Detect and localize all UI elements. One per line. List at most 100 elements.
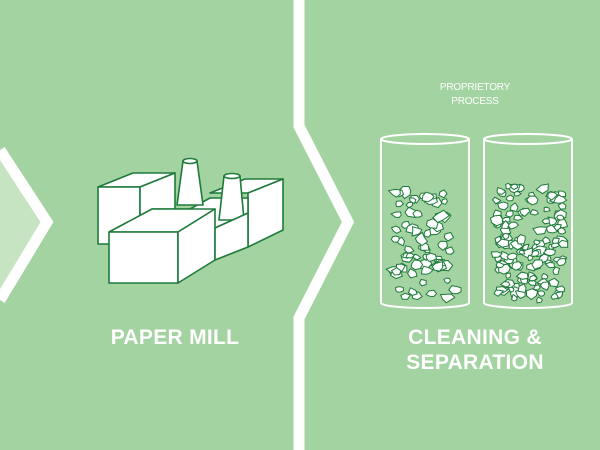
paper-scrap [543,206,551,213]
paper-scrap [511,293,518,302]
chevron-divider-middle [293,0,355,450]
chevron-divider-left [0,146,54,303]
paper-scrap [536,296,544,304]
paper-scrap [505,272,512,279]
paper-scrap [405,252,415,259]
paper-scrap [404,245,415,255]
paper-scrap [407,287,418,296]
paper-scrap [411,226,423,237]
paper-scrap [531,259,544,270]
paper-scrap [438,189,448,199]
paper-scrap [425,218,439,229]
paper-scrap [532,226,548,236]
paper-scrap [489,214,504,227]
paper-scrap [421,191,435,203]
stage-2-note: PROPRIETORY PROCESS [405,81,545,109]
paper-scrap [495,261,506,269]
paper-scrap [511,261,523,271]
paper-scrap [513,214,524,221]
paper-scrap [490,251,504,258]
paper-scrap [395,286,405,293]
paper-scrap [554,285,566,293]
stage-2-title-line2: SEPARATION [406,351,544,374]
paper-scraps-cylinder-icon [380,133,573,309]
paper-scrap [513,191,522,197]
stage-2-note-line2: PROCESS [451,96,499,107]
paper-scrap [407,268,418,279]
stage-2-title-line1: CLEANING & [408,326,542,349]
paper-scrap [420,265,434,275]
paper-scrap [515,271,529,280]
paper-scrap [390,225,402,234]
paper-scrap [410,259,424,271]
paper-scrap [518,249,526,255]
stage-2-title: CLEANING & SEPARATION [370,325,580,375]
paper-scrap [550,292,559,300]
packed-paper-scraps [489,182,569,304]
previous-stage-tip [0,150,47,300]
paper-scrap [412,209,423,218]
paper-scrap [404,206,417,219]
paper-scrap [390,235,400,243]
paper-scrap [387,188,401,198]
paper-scrap [496,201,509,211]
paper-mill-factory-icon [97,157,284,284]
paper-scrap [517,283,527,294]
paper-scrap [547,191,559,201]
paper-scrap [548,277,560,288]
paper-scrap [505,182,512,190]
paper-scrap [499,281,511,288]
paper-scrap [506,252,518,261]
cylinder-loose-scraps [380,133,470,309]
paper-scrap [539,281,550,291]
paper-scrap [443,231,455,242]
stage-2-note-line1: PROPRIETORY [439,82,511,93]
paper-scrap [500,220,510,230]
paper-scrap [502,232,510,241]
paper-scrap [555,214,565,221]
paper-scrap [557,201,567,210]
paper-scrap [542,236,552,245]
paper-scrap [505,194,515,202]
paper-scrap [532,284,541,291]
paper-scrap [526,288,539,301]
paper-scrap [557,190,567,198]
paper-scrap [439,293,456,304]
paper-scrap [493,289,505,297]
paper-scrap [491,196,502,205]
paper-scrap [550,242,561,249]
paper-scrap [541,218,551,225]
paper-scrap [444,246,455,255]
paper-scrap [505,210,514,218]
paper-scrap [425,252,438,263]
paper-scrap [425,289,438,298]
paper-scrap [544,261,555,269]
loose-paper-scraps [385,186,462,304]
paper-scrap [535,183,549,195]
paper-scrap [443,277,451,285]
paper-scrap [528,274,539,282]
paper-scrap [509,202,519,213]
paper-scrap [553,223,562,232]
paper-scrap [516,234,526,245]
paper-scrap [556,257,567,267]
paper-scrap [537,290,546,297]
paper-scrap [496,186,507,195]
paper-scrap [448,285,462,295]
paper-scrap [526,195,539,206]
paper-scrap [529,209,540,216]
paper-scrap [390,267,402,276]
paper-scrap [414,231,429,247]
paper-scrap [552,266,561,275]
paper-scrap [519,207,531,218]
cylinder-packed-scraps [483,133,573,309]
paper-scrap [432,209,450,224]
stage-1-title: PAPER MILL [110,326,240,349]
paper-scrap [405,201,414,209]
paper-scrap [437,240,448,251]
paper-scrap [527,254,534,262]
paper-scrap [400,292,412,300]
paper-scrap [418,278,427,287]
